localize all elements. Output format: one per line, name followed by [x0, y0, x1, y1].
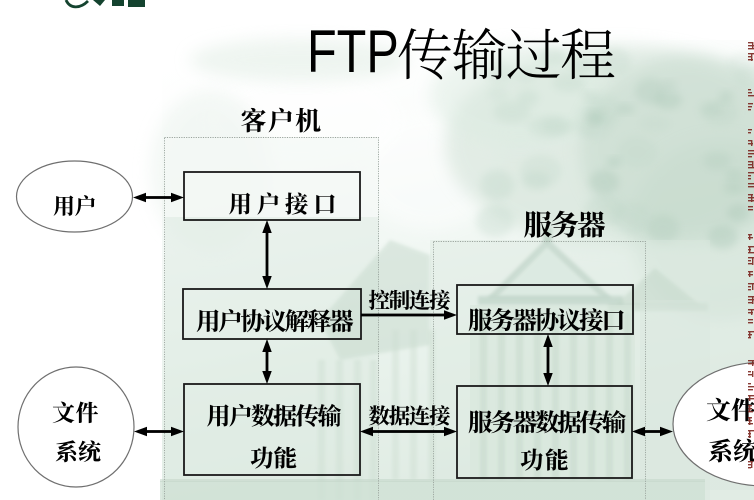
svg-text:FTP: FTP: [307, 18, 399, 85]
